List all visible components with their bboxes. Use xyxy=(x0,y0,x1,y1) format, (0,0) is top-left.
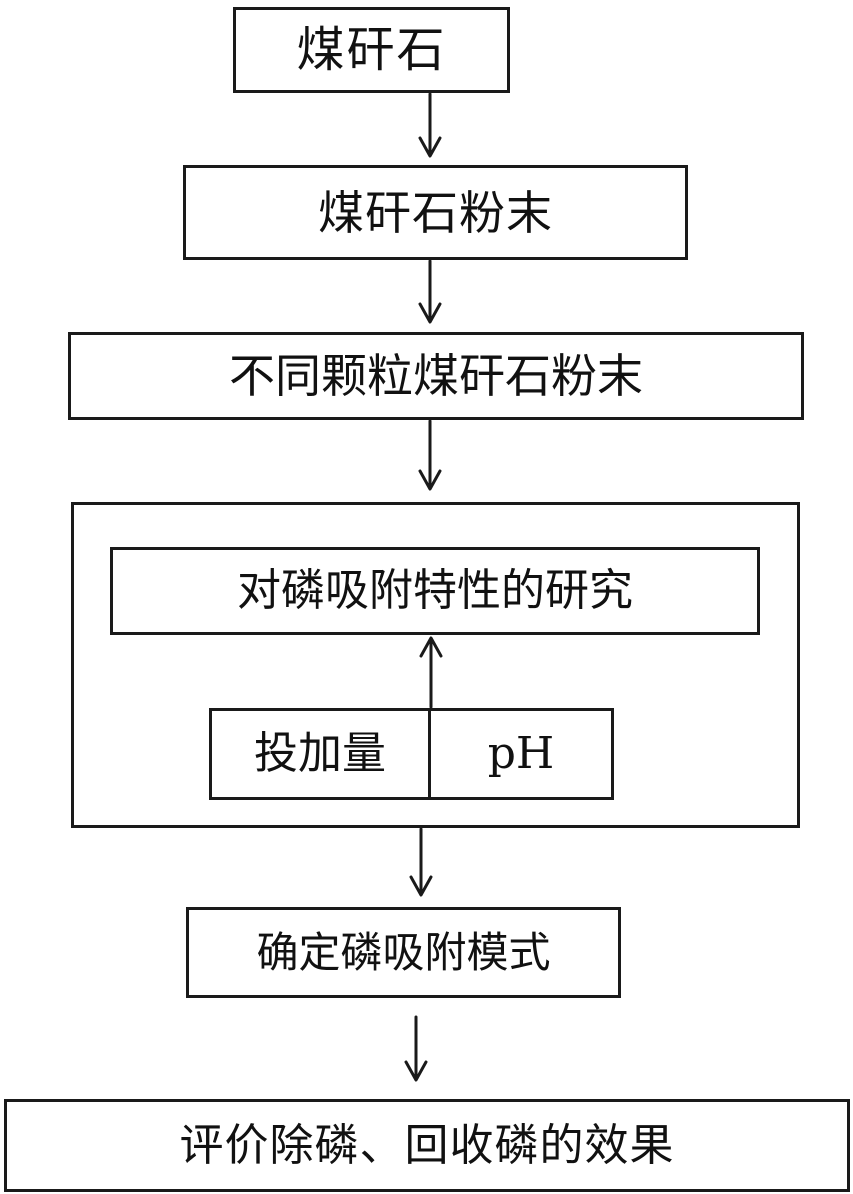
factor-dosage-box: 投加量 xyxy=(209,708,431,800)
arrow-down-1 xyxy=(418,92,442,158)
step-adsorption-study-label: 对磷吸附特性的研究 xyxy=(237,565,633,616)
arrow-down-2 xyxy=(418,259,442,324)
step-adsorption-study-box: 对磷吸附特性的研究 xyxy=(110,547,760,635)
arrow-down-5 xyxy=(404,1015,428,1082)
step-graded-powder-box: 不同颗粒煤矸石粉末 xyxy=(68,332,804,420)
step-graded-powder-label: 不同颗粒煤矸石粉末 xyxy=(229,349,643,403)
arrow-down-4 xyxy=(409,827,433,897)
step-evaluation-label: 评价除磷、回收磷的效果 xyxy=(179,1119,675,1171)
factor-ph-label: pH xyxy=(487,728,555,779)
step-coal-gangue-label: 煤矸石 xyxy=(296,22,447,78)
step-adsorption-mode-box: 确定磷吸附模式 xyxy=(186,907,621,998)
step-coal-gangue-powder-box: 煤矸石粉末 xyxy=(183,165,688,260)
arrow-down-3 xyxy=(418,419,442,491)
factor-ph-box: pH xyxy=(428,708,614,800)
step-evaluation-box: 评价除磷、回收磷的效果 xyxy=(4,1099,850,1192)
step-coal-gangue-powder-label: 煤矸石粉末 xyxy=(318,185,553,240)
factor-dosage-label: 投加量 xyxy=(254,728,386,779)
step-adsorption-mode-label: 确定磷吸附模式 xyxy=(256,927,551,977)
step-coal-gangue-box: 煤矸石 xyxy=(233,7,510,93)
